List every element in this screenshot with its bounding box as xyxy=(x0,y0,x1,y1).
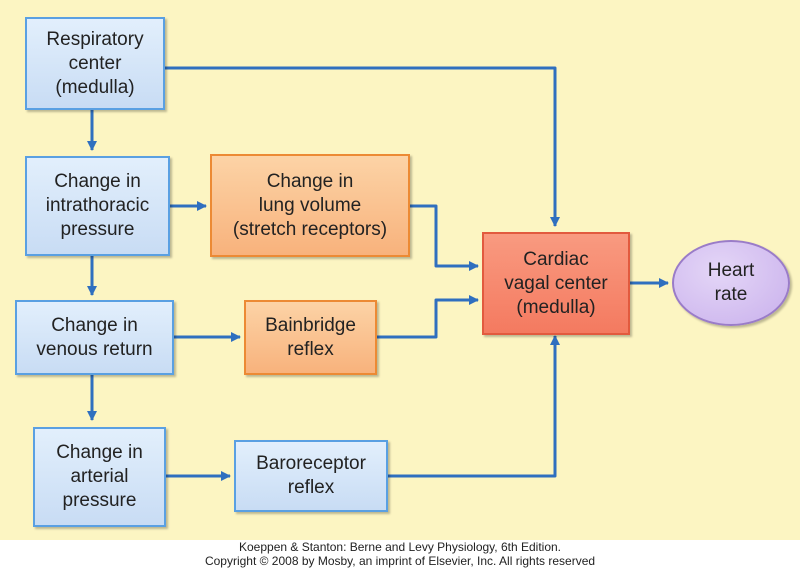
arrow-baroreceptor-to-vagal-center xyxy=(388,335,560,478)
arterial-pressure-box: Change in arterial pressure xyxy=(33,427,166,527)
footer-copyright: Copyright © 2008 by Mosby, an imprint of… xyxy=(204,554,596,568)
baroreceptor-reflex-box: Baroreceptor reflex xyxy=(234,440,388,512)
cardiac-vagal-center-box: Cardiac vagal center (medulla) xyxy=(482,232,630,335)
copyright-footer: Koeppen & Stanton: Berne and Levy Physio… xyxy=(0,540,800,568)
bainbridge-reflex-box: Bainbridge reflex xyxy=(244,300,377,375)
lung-volume-box: Change in lung volume (stretch receptors… xyxy=(210,154,410,257)
arrow-lung-volume-to-vagal-center xyxy=(410,204,479,271)
connector-arrows xyxy=(87,66,669,481)
arrow-respiratory-to-vagal-center xyxy=(165,66,560,227)
respiratory-center-box: Respiratory center (medulla) xyxy=(25,17,165,110)
heart-rate-oval: Heart rate xyxy=(672,240,790,326)
footer-citation: Koeppen & Stanton: Berne and Levy Physio… xyxy=(239,540,561,554)
intrathoracic-pressure-box: Change in intrathoracic pressure xyxy=(25,156,170,256)
arrow-bainbridge-to-vagal-center xyxy=(377,295,479,339)
venous-return-box: Change in venous return xyxy=(15,300,174,375)
